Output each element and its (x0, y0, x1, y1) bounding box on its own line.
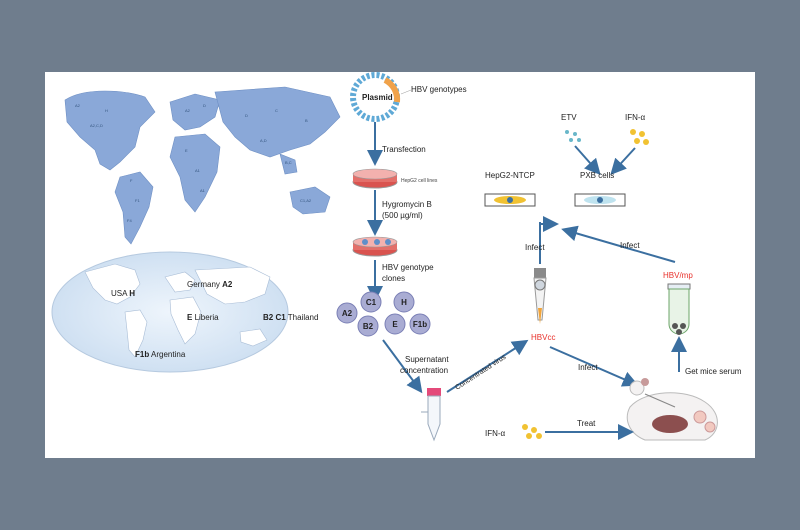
mouse-illustration (626, 378, 718, 441)
usa-label: USA H (111, 289, 135, 298)
genotype-bubbles: A2 C1 H B2 E F1b (336, 291, 431, 337)
sample-origin-map (51, 251, 289, 373)
svg-text:A,D: A,D (260, 138, 267, 143)
svg-text:C: C (275, 108, 278, 113)
hbvmp-tube (667, 283, 691, 335)
thailand-label: B2 C1 Thailand (263, 313, 318, 322)
svg-text:B: B (305, 118, 308, 123)
svg-text:F1: F1 (135, 198, 140, 203)
etv-dots (565, 130, 581, 142)
hepg2-ntcp-dish (484, 193, 536, 207)
argentina-label: F1b Argentina (135, 350, 186, 359)
liberia-label: E Liberia (187, 313, 219, 322)
hepg2-dish (352, 168, 398, 189)
svg-text:H: H (105, 108, 108, 113)
genotype-bubble: B2 (363, 322, 374, 331)
genotype-bubble: C1 (366, 298, 377, 307)
etv-label: ETV (561, 113, 577, 122)
infect-right-label: Infect (620, 241, 640, 250)
svg-text:C1,A2: C1,A2 (300, 198, 312, 203)
svg-text:A2: A2 (185, 108, 191, 113)
infect-bottom-arrow (549, 346, 639, 387)
svg-text:D: D (245, 113, 248, 118)
top-band (45, 0, 755, 72)
supernatant-label-2: concentration (400, 366, 448, 375)
bottom-band (45, 458, 755, 530)
hepg2-cell-lines-label: HepG2 cell lines (401, 178, 438, 184)
clones-label: HBV genotype (382, 263, 434, 272)
infect-bottom-label: Infect (578, 363, 598, 372)
ifn-bottom-dots (522, 424, 542, 439)
svg-text:A1: A1 (200, 188, 206, 193)
pxb-cells-dish (574, 193, 626, 207)
hygromycin-label: Hygromycin B (382, 200, 432, 209)
hbv-genotypes-label: HBV genotypes (411, 85, 467, 94)
hbvcc-label: HBVcc (531, 333, 555, 342)
svg-text:F: F (130, 178, 133, 183)
clones-label-2: clones (382, 274, 405, 283)
centrifuge-tube (421, 388, 441, 442)
pxb-cells-label: PXB cells (580, 171, 614, 180)
svg-text:F4: F4 (127, 218, 132, 223)
transfection-label: Transfection (382, 145, 426, 154)
svg-text:A2: A2 (75, 103, 81, 108)
concentrated-virus-arrow (446, 339, 529, 393)
svg-text:B,C: B,C (285, 160, 292, 165)
infect-right-arrow (561, 225, 676, 263)
genotype-bubble: F1b (413, 320, 427, 329)
svg-text:A1: A1 (195, 168, 201, 173)
get-mice-serum-label: Get mice serum (685, 367, 742, 376)
plasmid-label: Plasmid (362, 93, 393, 102)
infect-left-label: Infect (525, 243, 545, 252)
treat-label: Treat (577, 419, 596, 428)
hepg2-ntcp-label: HepG2-NTCP (485, 171, 535, 180)
genotype-bubble: E (392, 320, 398, 329)
hbvmp-label: HBV/mp (663, 271, 693, 280)
hbvcc-pipette (533, 268, 547, 324)
svg-text:E: E (185, 148, 188, 153)
concentrated-virus-label: Concentrated virus (454, 354, 508, 392)
svg-text:A2,C,D: A2,C,D (90, 123, 103, 128)
hygromycin-concentration-label: (500 µg/ml) (382, 211, 423, 220)
ifn-top-arrow (610, 147, 636, 175)
germany-label: Germany A2 (187, 280, 233, 289)
genotype-bubble: H (401, 298, 407, 307)
svg-text:D: D (203, 103, 206, 108)
clone-dish (352, 236, 398, 257)
map-country-labels: USA H Germany A2 E Liberia B2 C1 Thailan… (111, 280, 318, 359)
ifn-top-dots (630, 129, 649, 145)
etv-arrow (574, 145, 601, 175)
plasmid-ring: Plasmid (350, 72, 401, 122)
supernatant-label: Supernatant (405, 355, 449, 364)
ifn-bottom-label: IFN-α (485, 429, 506, 438)
supernatant-arrow (382, 339, 423, 394)
ifn-top-label: IFN-α (625, 113, 646, 122)
genotype-bubble: A2 (342, 309, 353, 318)
